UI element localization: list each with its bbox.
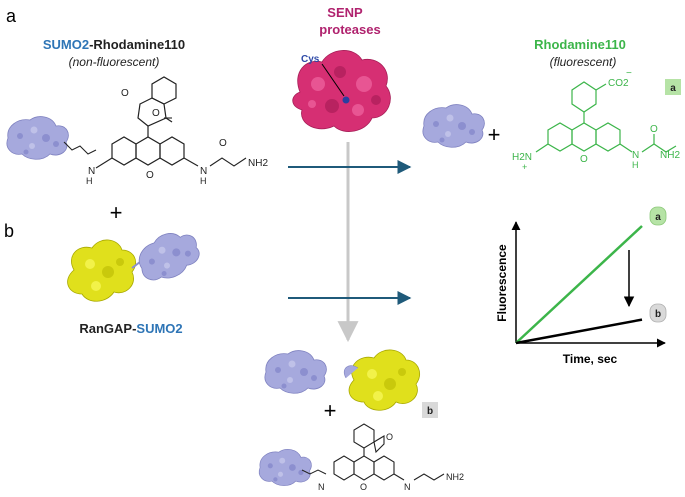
product-note: (fluorescent) — [550, 55, 617, 69]
svg-text:H2N: H2N — [512, 152, 532, 163]
badge-a-label: a — [670, 83, 676, 94]
sumo2-rhodamine-structure: O O O N H N H O NH2 — [6, 76, 268, 186]
senp-protein-icon — [292, 50, 391, 132]
svg-text:NH2: NH2 — [446, 472, 464, 482]
fluorescence-chart: Fluorescence Time, sec a b — [495, 206, 667, 366]
series-a-label: a — [655, 212, 661, 223]
substrate-b-title: RanGAP-SUMO2 — [79, 321, 182, 336]
series-line-b — [515, 318, 643, 345]
svg-text:O: O — [146, 170, 154, 181]
substrate-a-title: SUMO2-Rhodamine110 — [43, 37, 185, 52]
enzyme-title-line2: proteases — [319, 22, 380, 37]
svg-text:O: O — [386, 432, 393, 442]
svg-text:O: O — [650, 124, 658, 135]
active-site-marker — [342, 96, 350, 104]
rangap-protein-icon — [67, 239, 136, 302]
y-axis-label: Fluorescence — [495, 244, 509, 322]
sumo-protein-icon-b — [131, 223, 207, 289]
free-sumo-icon — [422, 104, 485, 148]
svg-text:N: N — [88, 166, 95, 177]
plus-sign-bottom: + — [324, 398, 337, 423]
svg-text:O: O — [152, 108, 160, 119]
svg-text:−: − — [626, 68, 632, 79]
svg-text:N: N — [632, 150, 639, 161]
series-b-marker: b — [649, 303, 667, 323]
svg-text:H: H — [632, 160, 639, 170]
substrate-a-note: (non-fluorescent) — [69, 55, 160, 69]
free-rangap-icon — [343, 349, 420, 411]
cys-pointer — [321, 63, 345, 97]
badge-b-box — [422, 402, 438, 418]
sumo-protein-icon — [6, 116, 69, 160]
series-b-label: b — [655, 309, 661, 320]
panel-label-a: a — [6, 6, 17, 26]
svg-text:NH2: NH2 — [660, 150, 680, 161]
badge-b-label: b — [427, 406, 433, 417]
svg-text:O: O — [360, 482, 367, 492]
substrate-a-suffix: -Rhodamine110 — [89, 37, 185, 52]
svg-text:H: H — [86, 176, 93, 186]
series-layer — [515, 225, 643, 345]
unreacted-sumo2-rhodamine: O O N N NH2 — [258, 423, 464, 492]
svg-text:N: N — [318, 482, 325, 492]
substrate-b-prefix: RanGAP- — [79, 321, 136, 336]
svg-text:CO2: CO2 — [608, 78, 629, 89]
series-a-marker: a — [649, 206, 667, 226]
rangap-sumo2-structure — [67, 223, 207, 302]
substrate-a-prefix: SUMO2 — [43, 37, 89, 52]
svg-text:NH2: NH2 — [248, 158, 268, 169]
series-line-a — [515, 225, 643, 344]
svg-text:+: + — [522, 162, 527, 172]
badge-a-box — [665, 79, 681, 95]
panel-label-b: b — [4, 221, 14, 241]
svg-text:N: N — [200, 166, 207, 177]
product-title: Rhodamine110 — [534, 37, 626, 52]
plus-sign-ab: + — [110, 200, 123, 225]
svg-text:O: O — [121, 88, 129, 99]
svg-text:N: N — [404, 482, 411, 492]
free-sumo-icon-b — [264, 350, 327, 394]
enzyme-title-line1: SENP — [327, 5, 363, 20]
svg-text:O: O — [219, 138, 227, 149]
svg-text:O: O — [580, 154, 588, 165]
rhodamine110-structure: CO2 − O H2N + N H O NH2 — [512, 68, 680, 172]
svg-text:H: H — [200, 176, 207, 186]
x-axis-label: Time, sec — [563, 352, 618, 366]
substrate-b-suffix: SUMO2 — [136, 321, 182, 336]
cys-label: Cys — [301, 54, 320, 65]
plus-sign-product: + — [488, 122, 501, 147]
